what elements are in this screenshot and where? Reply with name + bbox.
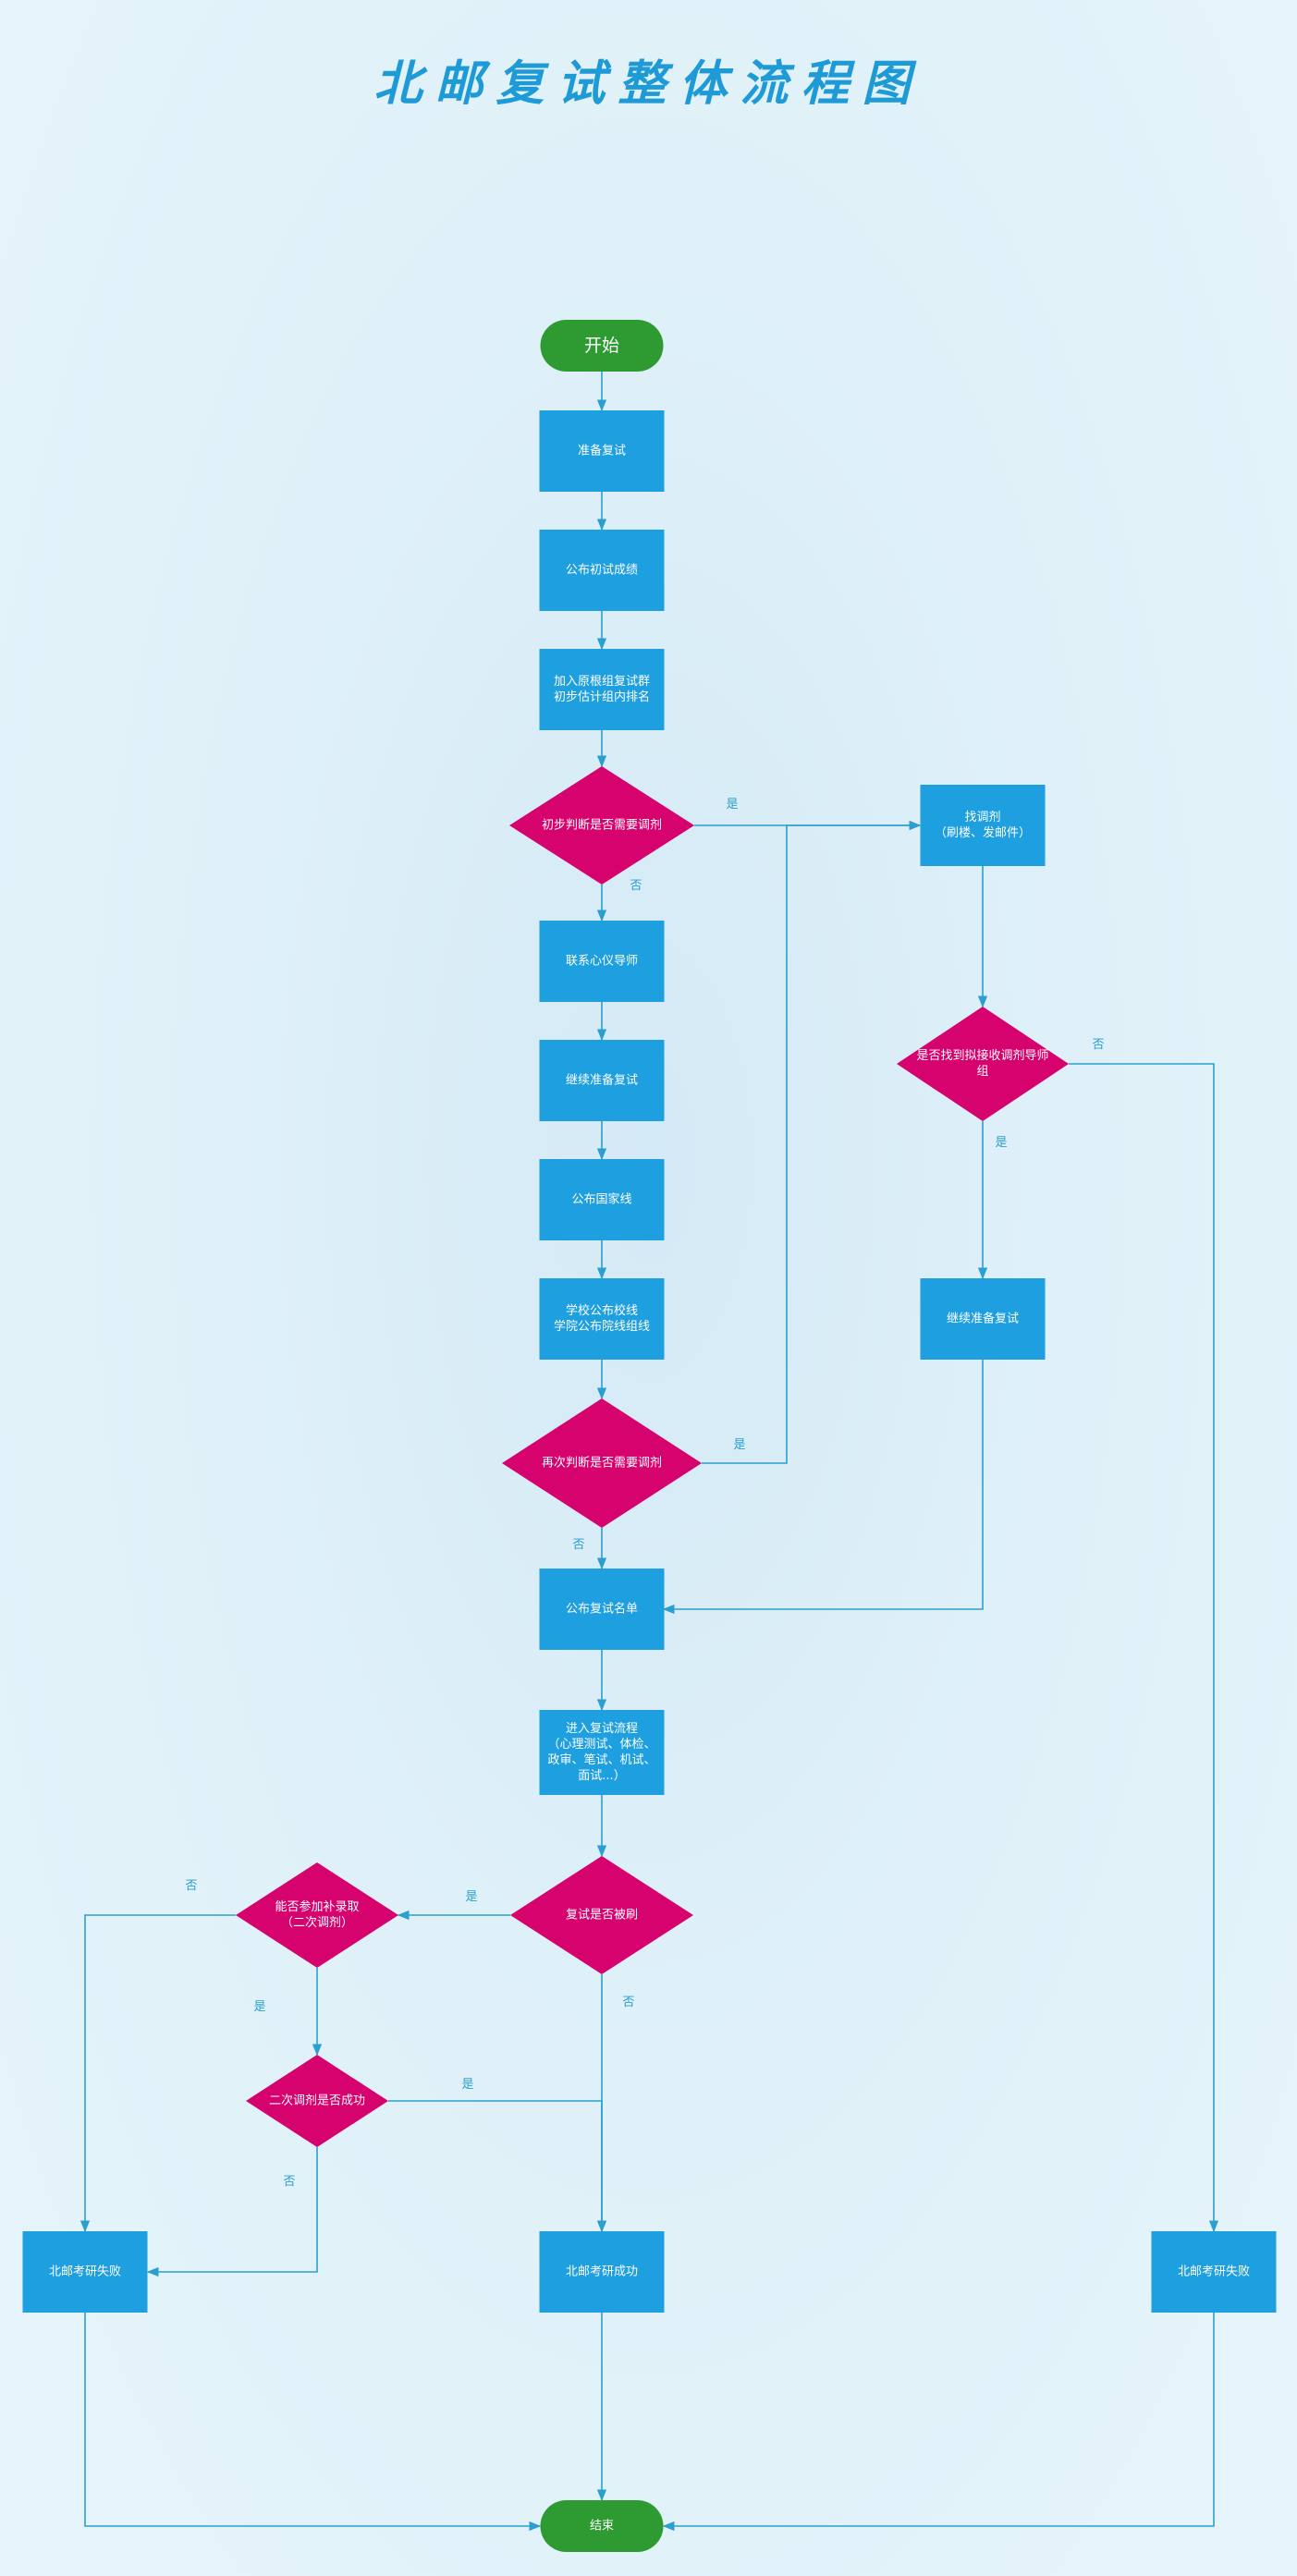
decision-diamond <box>246 2055 388 2147</box>
node-label: 初步判断是否需要调剂 <box>542 819 662 833</box>
process-box <box>539 1569 665 1650</box>
node-label: 北邮考研失败 <box>49 2265 121 2279</box>
node-label: 学院公布院线组线 <box>554 1319 650 1334</box>
node-label: 政审、笔试、机试、 <box>547 1752 655 1767</box>
edge-continue-prepare-2-to-publish-list <box>662 1360 984 1615</box>
decision-diamond <box>502 1398 702 1528</box>
node-label: 加入原根组复试群 <box>554 675 650 689</box>
node-second-success: 二次调剂是否成功 <box>246 2055 388 2147</box>
node-label: 继续准备复试 <box>566 1073 638 1088</box>
decision-diamond <box>897 1007 1069 1121</box>
edge-label-found-advisor-to-continue-prepare-2: 是 <box>995 1136 1007 1150</box>
node-label: 继续准备复试 <box>947 1312 1019 1326</box>
process-box <box>920 785 1046 866</box>
node-label: 学校公布校线 <box>566 1303 638 1318</box>
node-end: 结束 <box>540 2500 664 2552</box>
node-continue-prepare: 继续准备复试 <box>539 1040 665 1121</box>
edge-label-judge-second-to-publish-list: 否 <box>572 1538 584 1552</box>
page-title: 北邮复试整体流程图 <box>373 55 924 112</box>
node-label: 公布国家线 <box>571 1192 631 1207</box>
node-label: 能否参加补录取 <box>275 1899 359 1914</box>
node-label: （二次调剂） <box>281 1915 353 1930</box>
node-label: 进入复试流程 <box>566 1722 638 1736</box>
node-label: 北邮考研失败 <box>1178 2265 1250 2279</box>
node-label: 二次调剂是否成功 <box>269 2094 365 2108</box>
edge-label-supplement-to-fail-left: 否 <box>185 1879 197 1893</box>
edge-supplement-to-fail-left <box>80 1914 236 2233</box>
node-prepare: 准备复试 <box>539 410 665 492</box>
node-judge-second: 再次判断是否需要调剂 <box>502 1398 702 1528</box>
edge-label-second-success-to-success: 是 <box>461 2078 473 2092</box>
node-label: 再次判断是否需要调剂 <box>542 1456 662 1471</box>
process-box <box>22 2231 148 2313</box>
terminal-pill <box>540 2500 664 2552</box>
edge-label-rejected-to-success: 否 <box>622 1996 634 2009</box>
node-label: （心理测试、体检、 <box>547 1738 655 1752</box>
node-find-adjust: 找调剂（刷楼、发邮件） <box>920 785 1046 866</box>
process-box <box>539 1040 665 1121</box>
process-box <box>539 530 665 611</box>
edge-judge-second-to-find-adjust <box>702 820 922 1464</box>
node-publish-initial: 公布初试成绩 <box>539 530 665 611</box>
process-box <box>920 1278 1046 1360</box>
decision-diamond <box>510 1856 693 1974</box>
node-label: 北邮考研成功 <box>566 2265 638 2279</box>
edge-found-advisor-to-fail-right <box>1069 1063 1219 2233</box>
process-box <box>1151 2231 1277 2313</box>
node-start: 开始 <box>540 320 664 372</box>
node-judge-first: 初步判断是否需要调剂 <box>509 766 694 885</box>
terminal-pill <box>540 320 664 372</box>
process-box <box>539 1710 665 1795</box>
process-box <box>539 2231 665 2313</box>
edge-fail-right-to-end <box>662 2313 1215 2532</box>
node-rejected: 复试是否被刷 <box>510 1856 693 1974</box>
node-enter-process: 进入复试流程 （心理测试、体检、政审、笔试、机试、面试...） <box>539 1710 665 1795</box>
node-fail-left: 北邮考研失败 <box>22 2231 148 2313</box>
node-label: 面试...） <box>578 1769 625 1783</box>
edge-label-supplement-to-second-success: 是 <box>253 2000 265 2014</box>
node-national-line: 公布国家线 <box>539 1159 665 1240</box>
node-label: 找调剂 <box>964 811 1000 824</box>
node-success: 北邮考研成功 <box>539 2231 665 2313</box>
edge-label-judge-first-to-contact-advisor: 否 <box>630 879 642 893</box>
node-label: 复试是否被刷 <box>566 1909 638 1923</box>
node-label: 初步估计组内排名 <box>554 690 650 704</box>
node-label: 联系心仪导师 <box>566 955 638 969</box>
node-label: 开始 <box>584 336 619 356</box>
node-fail-right: 北邮考研失败 <box>1151 2231 1277 2313</box>
node-label: 公布复试名单 <box>566 1602 638 1617</box>
process-box <box>539 649 665 730</box>
edge-second-success-to-fail-left <box>146 2147 318 2277</box>
node-label: 准备复试 <box>578 444 626 458</box>
node-supplement: 能否参加补录取（二次调剂） <box>236 1862 398 1968</box>
edge-label-second-success-to-fail-left: 否 <box>283 2175 295 2189</box>
edge-second-success-to-success <box>388 2100 607 2233</box>
node-publish-list: 公布复试名单 <box>539 1569 665 1650</box>
node-contact-advisor: 联系心仪导师 <box>539 921 665 1002</box>
process-box <box>539 1278 665 1360</box>
decision-diamond <box>509 766 694 885</box>
process-box <box>539 921 665 1002</box>
process-box <box>539 1159 665 1240</box>
edge-label-judge-first-to-find-adjust: 是 <box>726 798 738 812</box>
node-label: 公布初试成绩 <box>566 564 638 578</box>
nodes-layer: 开始准备复试公布初试成绩加入原根组复试群初步估计组内排名初步判断是否需要调剂找调… <box>22 320 1277 2552</box>
edges-layer <box>80 372 1219 2532</box>
node-label: 是否找到拟接收调剂导师 <box>916 1048 1048 1063</box>
node-label: （刷楼、发邮件） <box>935 825 1031 840</box>
edge-fail-left-to-end <box>84 2313 542 2532</box>
node-label: 组 <box>976 1065 988 1079</box>
node-continue-prepare-2: 继续准备复试 <box>920 1278 1046 1360</box>
node-label: 结束 <box>590 2520 614 2533</box>
edge-label-rejected-to-supplement: 是 <box>465 1890 477 1904</box>
decision-diamond <box>236 1862 398 1968</box>
edge-label-found-advisor-to-fail-right: 否 <box>1092 1038 1104 1052</box>
edge-label-judge-second-to-find-adjust: 是 <box>733 1438 745 1452</box>
process-box <box>539 410 665 492</box>
